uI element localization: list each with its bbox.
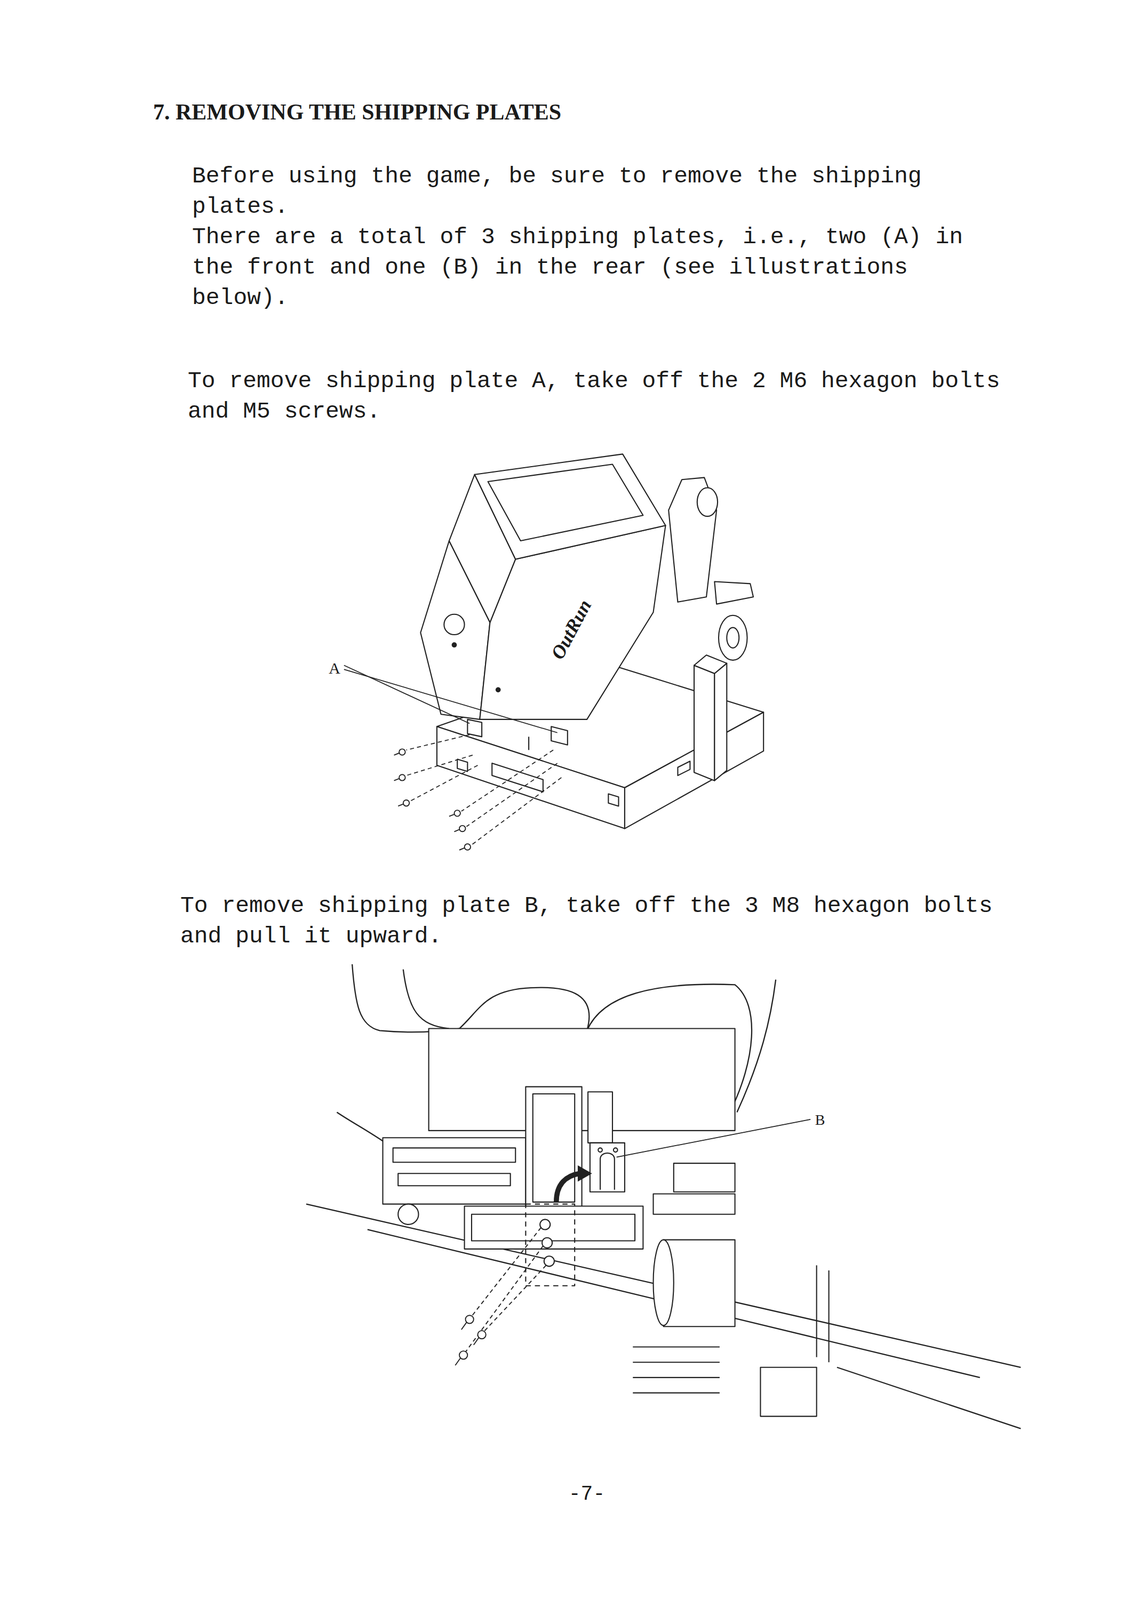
body-paragraph: To remove shipping plate A, take off the…: [187, 365, 1010, 427]
body-paragraph: There are a total of 3 shipping plates, …: [192, 221, 1014, 314]
body-paragraph: Before using the game, be sure to remove…: [192, 161, 1014, 222]
callout-letter: B: [815, 1110, 826, 1130]
callout-letter: A: [328, 658, 341, 679]
page-number: -7-: [568, 1482, 605, 1508]
body-paragraph: To remove shipping plate B, take off the…: [180, 890, 1002, 952]
section-heading: 7. REMOVING THE SHIPPING PLATES: [153, 98, 562, 127]
